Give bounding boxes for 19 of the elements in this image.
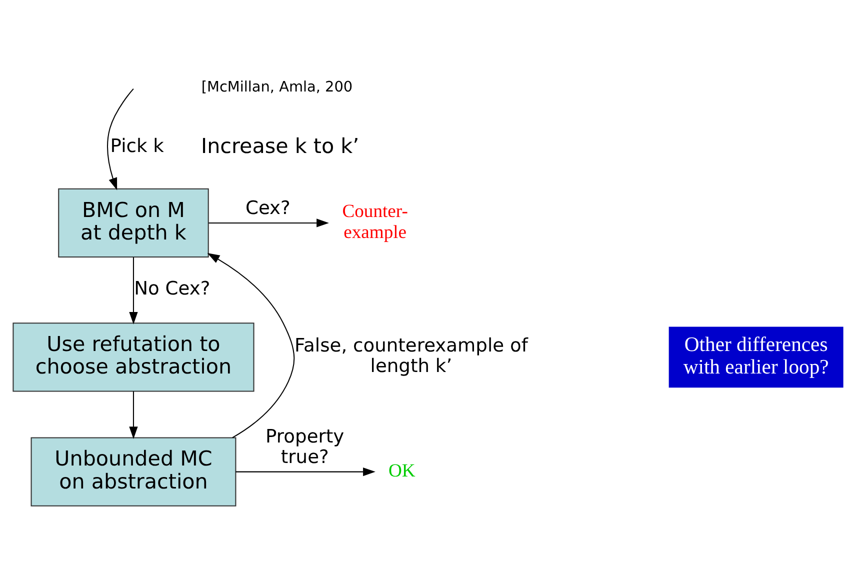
edge-label: Pick k bbox=[110, 136, 164, 158]
node-box: Other differences with earlier loop? bbox=[668, 326, 843, 388]
arrow bbox=[235, 467, 375, 476]
arrow bbox=[208, 218, 328, 228]
arrow bbox=[206, 253, 294, 438]
node-text: Counter- example bbox=[342, 201, 408, 243]
edge-label: No Cex? bbox=[134, 278, 210, 300]
node-box: Unbounded MC on abstraction bbox=[30, 437, 236, 506]
node-box: BMC on M at depth k bbox=[58, 188, 208, 258]
label: [McMillan, Amla, 200 bbox=[200, 80, 352, 96]
arrow bbox=[106, 88, 134, 190]
edge-label: False, counterexample of length k’ bbox=[294, 335, 528, 378]
label: Increase k to k’ bbox=[200, 134, 359, 158]
edge-label: Cex? bbox=[244, 198, 290, 220]
arrow bbox=[128, 257, 138, 324]
node-text: OK bbox=[388, 460, 415, 482]
edge-label: Property true? bbox=[265, 426, 344, 468]
arrow bbox=[128, 391, 138, 440]
node-box: Use refutation to choose abstraction bbox=[12, 322, 254, 392]
